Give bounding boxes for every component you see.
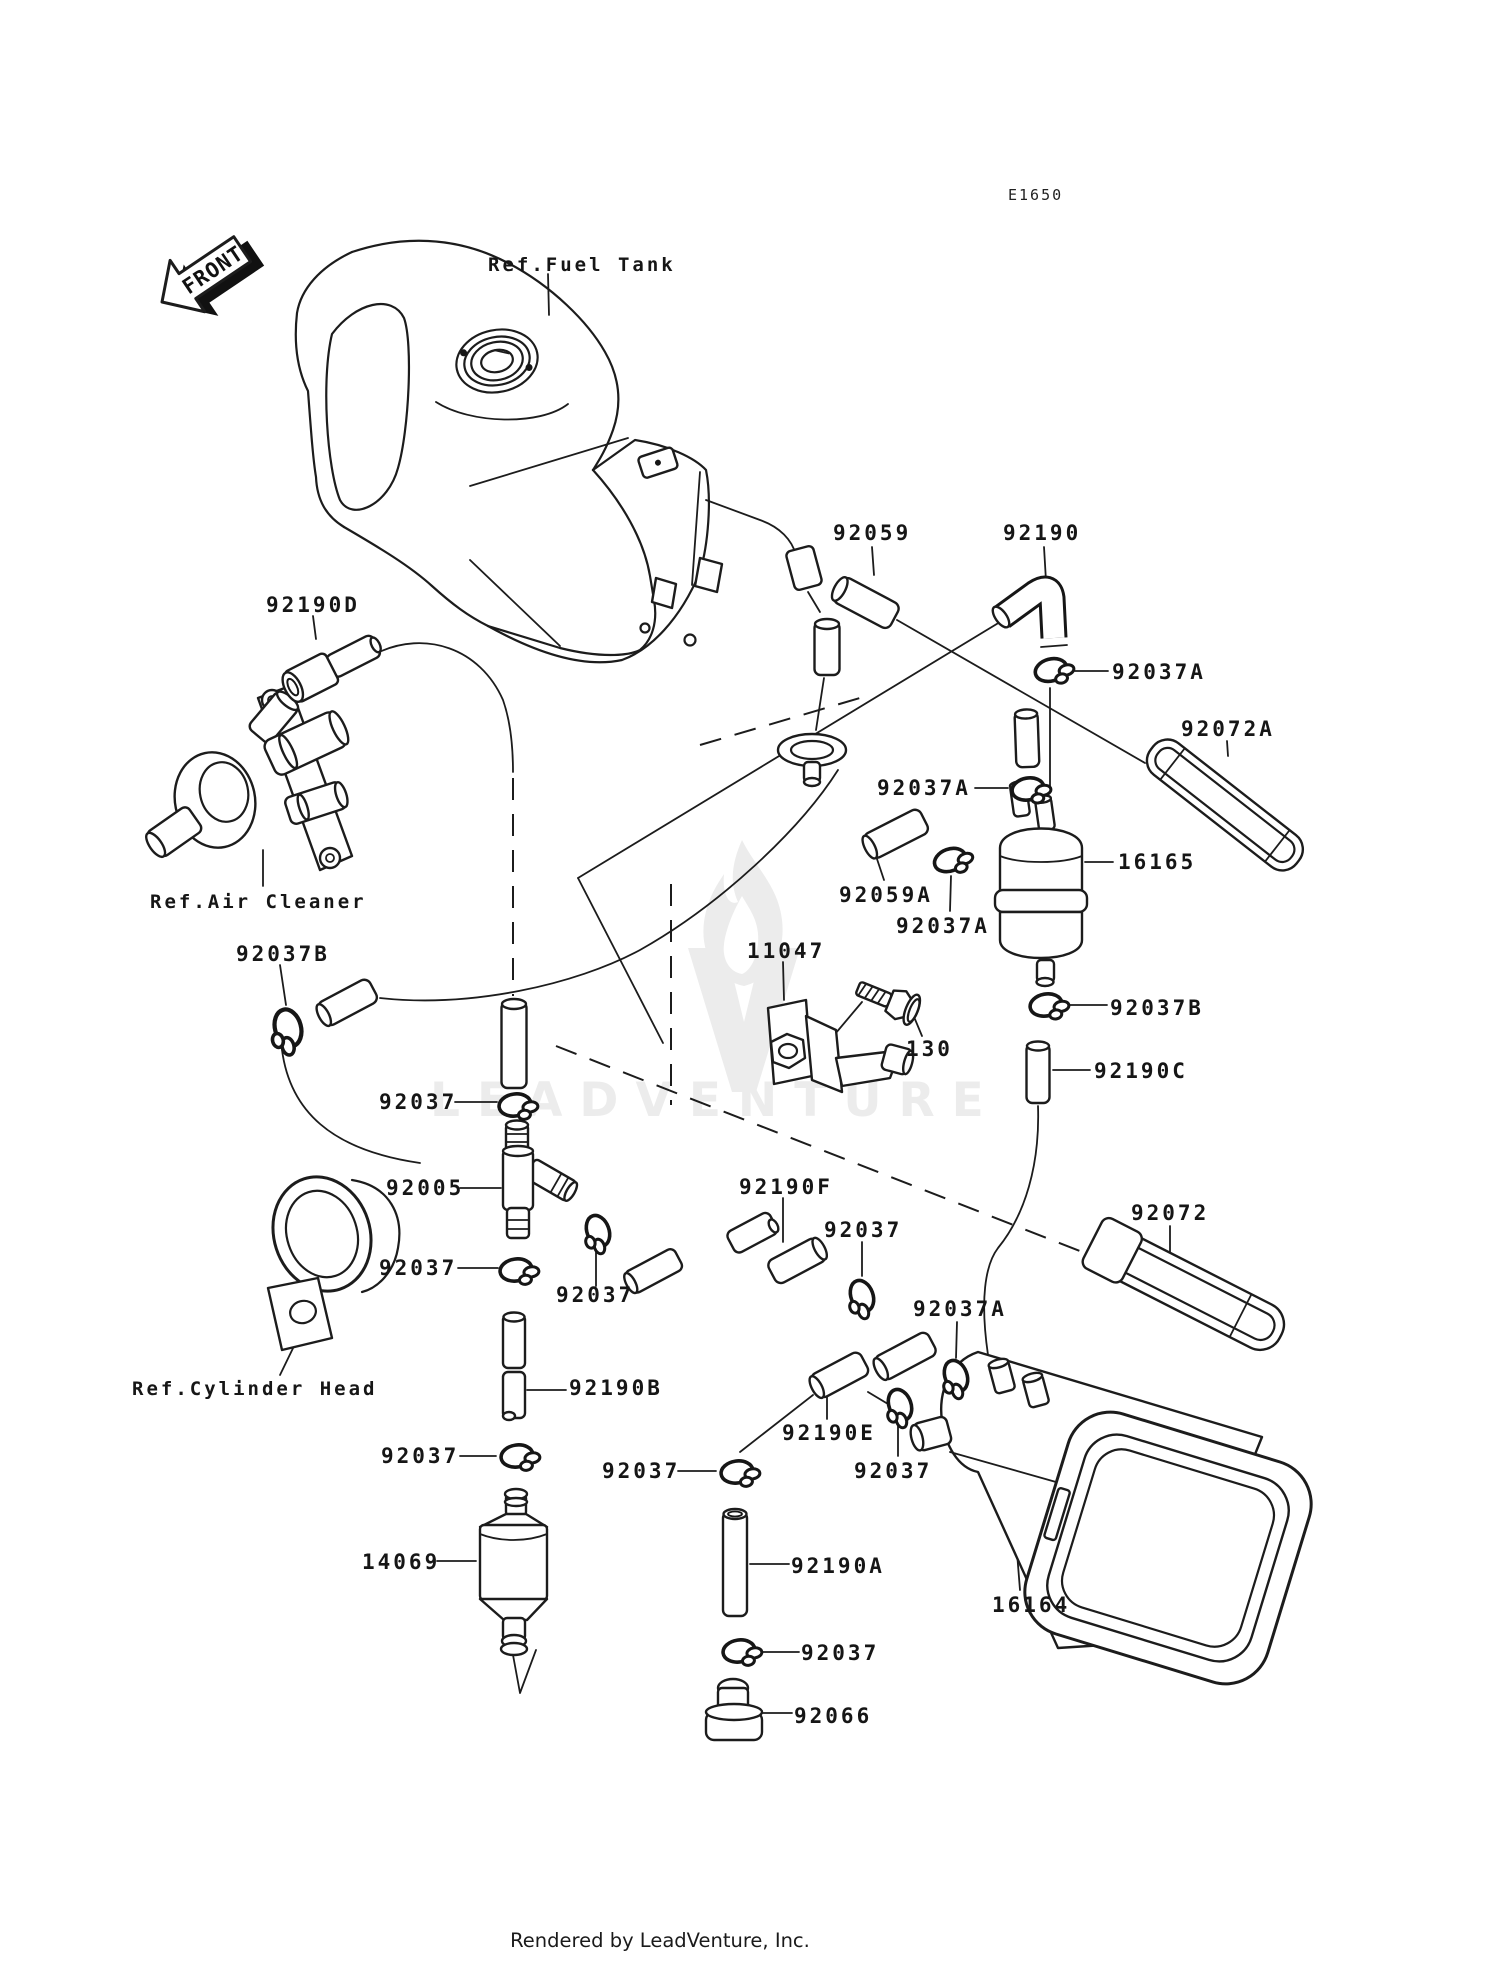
- part-label-14069[interactable]: 14069: [362, 1550, 440, 1574]
- clamps: [265, 651, 1079, 1671]
- part-label-92037b-2[interactable]: 92037B: [1110, 996, 1204, 1020]
- front-arrow: FRONT: [160, 235, 265, 316]
- cylinder-head-port-drawing: [266, 1175, 401, 1352]
- part-label-16165[interactable]: 16165: [1118, 850, 1196, 874]
- elbow-hose-92190: [991, 575, 1068, 648]
- part-label-92037b-1[interactable]: 92037B: [236, 942, 330, 966]
- part-label-92190f[interactable]: 92190F: [739, 1175, 833, 1199]
- part-label-92072[interactable]: 92072: [1131, 1201, 1209, 1225]
- part-label-92037-8[interactable]: 92037: [801, 1641, 879, 1665]
- part-label-92037-6[interactable]: 92037: [602, 1459, 680, 1483]
- air-cleaner-valve-drawing: [145, 684, 354, 872]
- part-label-92066[interactable]: 92066: [794, 1704, 872, 1728]
- ref-cylinder-head-label: Ref.Cylinder Head: [132, 1378, 377, 1400]
- plug-92066-drawing: [704, 1677, 764, 1742]
- part-label-92190c[interactable]: 92190C: [1094, 1059, 1188, 1083]
- ref-air-cleaner-label: Ref.Air Cleaner: [150, 891, 367, 913]
- part-label-92037-2[interactable]: 92037: [379, 1256, 457, 1280]
- part-label-92005[interactable]: 92005: [386, 1176, 464, 1200]
- canister-16164-drawing: [909, 1350, 1313, 1686]
- fuel-tank-drawing: [294, 239, 823, 664]
- fuel-filter-14069-drawing: [478, 1487, 549, 1694]
- part-label-92037a-4[interactable]: 92037A: [913, 1297, 1007, 1321]
- bolt-130-drawing: [855, 981, 922, 1026]
- part-label-92037a-3[interactable]: 92037A: [896, 914, 990, 938]
- bracket-11047-drawing: [766, 998, 915, 1094]
- t-fitting-92005-drawing: [501, 1119, 579, 1240]
- part-label-130[interactable]: 130: [906, 1037, 953, 1061]
- part-label-92190b[interactable]: 92190B: [569, 1376, 663, 1400]
- footer-credit: Rendered by LeadVenture, Inc.: [510, 1929, 810, 1952]
- part-label-92037-7[interactable]: 92037: [854, 1459, 932, 1483]
- part-label-92059[interactable]: 92059: [833, 521, 911, 545]
- part-label-92059a[interactable]: 92059A: [839, 883, 933, 907]
- diagram-code: E1650: [1008, 186, 1063, 204]
- part-label-92037a-2[interactable]: 92037A: [877, 776, 971, 800]
- part-label-92037-3[interactable]: 92037: [824, 1218, 902, 1242]
- part-label-92190e[interactable]: 92190E: [782, 1421, 876, 1445]
- strap-92072-drawing: [1081, 1216, 1286, 1352]
- hose-92190d-drawing: [281, 634, 382, 704]
- strap-92072a-drawing: [1145, 738, 1305, 872]
- part-label-92037-4[interactable]: 92037: [556, 1283, 634, 1307]
- leader-lines: [262, 273, 1229, 1714]
- part-label-11047[interactable]: 11047: [747, 939, 825, 963]
- part-label-92037a-1[interactable]: 92037A: [1112, 660, 1206, 684]
- part-label-92037-5[interactable]: 92037: [381, 1444, 459, 1468]
- part-label-92072a[interactable]: 92072A: [1181, 717, 1275, 741]
- part-label-92190d[interactable]: 92190D: [266, 593, 360, 617]
- petcock-bottom-drawing: [776, 677, 848, 788]
- ref-fuel-tank-label: Ref.Fuel Tank: [488, 254, 676, 276]
- hose-pieces: [315, 575, 1051, 1618]
- part-label-92190a[interactable]: 92190A: [791, 1554, 885, 1578]
- part-label-92037-1[interactable]: 92037: [379, 1090, 457, 1114]
- part-label-92190[interactable]: 92190: [1003, 521, 1081, 545]
- fuel-filter-16165-drawing: [993, 780, 1089, 988]
- part-label-16164[interactable]: 16164: [992, 1593, 1070, 1617]
